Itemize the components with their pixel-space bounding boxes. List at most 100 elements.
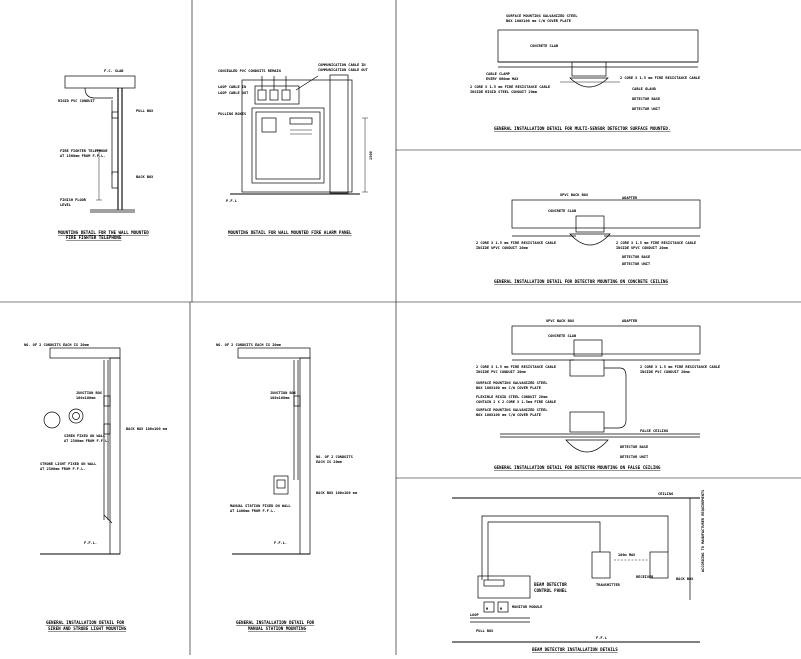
label-pull-box-beam: PULL BOX (476, 629, 494, 633)
panel-false-ceiling: UPVC BACK BOX CONCRETE SLAB ADAPTER 2 CO… (476, 319, 720, 470)
label-manufacturer-req: ACCORDING TO MANUFACTURER REQUIREMENTS (701, 490, 705, 572)
label-ffl-beam: F.F.L (596, 636, 608, 640)
label-concrete-slab-3: CONCRETE SLAB (548, 334, 577, 338)
label-rigid-steel-conduit: INSIDE RIGID STEEL CONDUIT 20mm (470, 90, 538, 94)
panel-manual-station: NO. OF 2 CONDUITS EACH IS 20mm JUNCTION … (216, 343, 358, 631)
label-back-box-siren: BACK BOX 100x100 mm (126, 427, 168, 431)
label-beam-detector: BEAM DETECTOR (534, 582, 567, 587)
label-2core-cable-fc-left: 2 CORE X 1.5 mm FIRE RESISTANCE CABLE (476, 365, 556, 369)
label-cable-clamp: CABLE CLAMP (486, 72, 511, 76)
label-siren-fixed: SIREN FIXED ON WALL (64, 434, 106, 438)
label-upvc-back-box-3: UPVC BACK BOX (546, 319, 575, 323)
label-ffl-siren: F.F.L. (84, 541, 97, 545)
label-2core-cable-conc-left: 2 CORE X 1.5 mm FIRE RESISTANCE CABLE (476, 241, 556, 245)
label-2core-cable-left: 2 CORE X 1.5 mm FIRE RESISTANCE CABLE (470, 85, 550, 89)
label-box-cover-fc: BOX 100X100 mm C/W COVER PLATE (476, 386, 541, 390)
label-pfl: P.F.L (226, 199, 238, 203)
label-junction-box-size-ms: 100x100mm (270, 396, 290, 400)
caption-manual-station-2: MANUAL STATION MOUNTING (248, 626, 306, 631)
panel-concrete: UPVC BACK BOX CONCRETE SLAB ADAPTER 2 CO… (476, 193, 701, 284)
label-strobe-fixed: STROBE LIGHT FIXED ON WALL (40, 462, 97, 466)
label-back-box-beam: BACK BOX (676, 577, 694, 581)
label-comm-cable-out: COMMUNICATION CABLE OUT (318, 68, 368, 72)
panel-alarm: CONCEALED PVC CONDUITS REMAIN COMMUNICAT… (218, 63, 373, 235)
panel-beam: M M CEILING ACCORDING TO MANUFACTURER RE… (452, 490, 705, 652)
monitor-m1: M (486, 607, 489, 611)
label-detector-base: DETECTOR BASE (632, 97, 660, 101)
label-false-ceiling: FALSE CEILING (640, 429, 668, 433)
label-manual-station-fixed: MANUAL STATION FIXED ON WALL (230, 504, 291, 508)
label-strobe-height: AT 2300mm FROM F.F.L. (40, 467, 85, 471)
label-concealed-conduits: CONCEALED PVC CONDUITS REMAIN (218, 69, 281, 73)
label-2core-cable-right: 2 CORE X 1.5 mm FIRE RESISTANCE CABLE (620, 76, 700, 80)
label-junction-box: JUNCTION BOX (76, 391, 103, 395)
label-level: LEVEL (60, 203, 72, 207)
label-back-box-ms: BACK BOX 100x100 mm (316, 491, 358, 495)
label-receiver: RECEIVER (636, 575, 654, 579)
label-1500: 1500 (369, 151, 373, 160)
caption-alarm-panel: MOUNTING DETAIL FOR WALL MOUNTED FIRE AL… (228, 230, 352, 235)
label-surface-mounting-fc-2: SURFACE MOUNTING GALVANIZED STEEL (476, 408, 548, 412)
label-every-600mm: EVERY 600mm MAX (486, 77, 519, 81)
label-rigid-pvc-conduit: RIGID PVC CONDUIT (58, 99, 95, 103)
label-control-panel: CONTROL PANEL (534, 588, 567, 593)
label-loop-cable-in: LOOP CABLE IN (218, 85, 246, 89)
label-detector-unit-2: DETECTOR UNIT (622, 262, 650, 266)
panel-siren: NO. OF 2 CONDUITS EACH IS 20mm JUNCTION … (24, 343, 168, 631)
label-detector-base-2: DETECTOR BASE (622, 255, 650, 259)
label-concrete-slab: CONCRETE SLAB (530, 44, 559, 48)
label-pulling-boxes: PULLING BOXES (218, 112, 246, 116)
panel-telephone: F.C. SLAB RIGID PVC CONDUIT PULL BOX FIR… (58, 69, 154, 240)
label-monitor-module: MONITOR MODULE (512, 605, 542, 609)
label-junction-box-size: 100x100mm (76, 396, 96, 400)
label-loop-cable-out: LOOP CABLE OUT (218, 91, 248, 95)
label-back-box: BACK BOX (136, 175, 154, 179)
label-comm-cable-in: COMMUNICATION CABLE IN (318, 63, 366, 67)
caption-telephone-1: MOUNTING DETAIL FOR THE WALL MOUNTED (58, 230, 149, 235)
label-box-cover-plate: BOX 100X100 mm C/W COVER PLATE (506, 19, 571, 23)
label-fc-slab: F.C. SLAB (104, 69, 124, 73)
monitor-m2: M (500, 607, 503, 611)
caption-multisensor: GENERAL INSTALLATION DETAIL FOR MULTI-SE… (494, 126, 670, 131)
label-upvc-conduit-left: INSIDE UPVC CONDUIT 20mm (476, 246, 529, 250)
label-no-conduits-ms: NO. OF 2 CONDUITS EACH IS 20mm (216, 343, 282, 347)
label-pvc-conduit-fc-right: INSIDE PVC CONDUIT 20mm (640, 370, 691, 374)
label-ffl-ms: F.F.L. (274, 541, 287, 545)
label-detector-unit-3: DETECTOR UNIT (620, 455, 648, 459)
label-2core-cable-conc-right: 2 CORE X 1.5 mm FIRE RESISTANCE CABLE (616, 241, 696, 245)
label-box-cover-fc-2: BOX 100X100 mm C/W COVER PLATE (476, 413, 541, 417)
label-surface-mounting-fc: SURFACE MOUNTING GALVANIZED STEEL (476, 381, 548, 385)
panel-multisensor: SURFACE MOUNTING GALVANIZED STEEL BOX 10… (470, 14, 700, 131)
caption-siren-2: SIREN AND STROBE LIGHT MOUNTING (48, 626, 127, 631)
label-detector-base-3: DETECTOR BASE (620, 445, 648, 449)
label-detector-unit: DETECTOR UNIT (632, 107, 660, 111)
label-transmitter: TRANSMITTER (596, 583, 621, 587)
label-manual-station-height: AT 1400mm FROM F.F.L. (230, 509, 275, 513)
label-ceiling: CEILING (658, 492, 673, 496)
caption-manual-station-1: GENERAL INSTALLATION DETAIL FOR (236, 620, 315, 625)
label-adapter-3: ADAPTER (622, 319, 638, 323)
label-no-conduits: NO. OF 2 CONDUITS EACH IS 20mm (24, 343, 90, 347)
label-flexible-conduit: FLEXIBLE RIGID STEEL CONDUIT 20mm (476, 395, 548, 399)
label-2core-cable-fc-right: 2 CORE X 1.5 mm FIRE RESISTANCE CABLE (640, 365, 720, 369)
caption-concrete: GENERAL INSTALLATION DETAIL FOR DETECTOR… (494, 279, 668, 284)
caption-telephone-2: FIRE FIGHTER TELEPHONE (66, 235, 122, 240)
label-pvc-conduit-fc-left: INSIDE PVC CONDUIT 20mm (476, 370, 527, 374)
label-adapter: ADAPTER (622, 196, 638, 200)
label-finish-floor: FINISH FLOOR (60, 198, 87, 202)
label-pull-box: PULL BOX (136, 109, 154, 113)
caption-beam: BEAM DETECTOR INSTALLATION DETAILS (532, 647, 618, 652)
label-concrete-slab-2: CONCRETE SLAB (548, 209, 577, 213)
caption-siren-1: GENERAL INSTALLATION DETAIL FOR (46, 620, 125, 625)
label-upvc-conduit-right: INSIDE UPVC CONDUIT 20mm (616, 246, 669, 250)
label-junction-box-ms: JUNCTION BOX (270, 391, 297, 395)
label-surface-mounting-box: SURFACE MOUNTING GALVANIZED STEEL (506, 14, 578, 18)
label-contain-cables: CONTAIN 2 X 2 CORE X 1.5mm FIRE CABLE (476, 400, 556, 404)
label-fire-fighter-telephone: FIRE FIGHTER TELEPHONE (60, 149, 108, 153)
label-siren-height: AT 2300mm FROM F.F.L. (64, 439, 109, 443)
label-upvc-back-box: UPVC BACK BOX (560, 193, 589, 197)
label-each-20mm: EACH IS 20mm (316, 460, 343, 464)
